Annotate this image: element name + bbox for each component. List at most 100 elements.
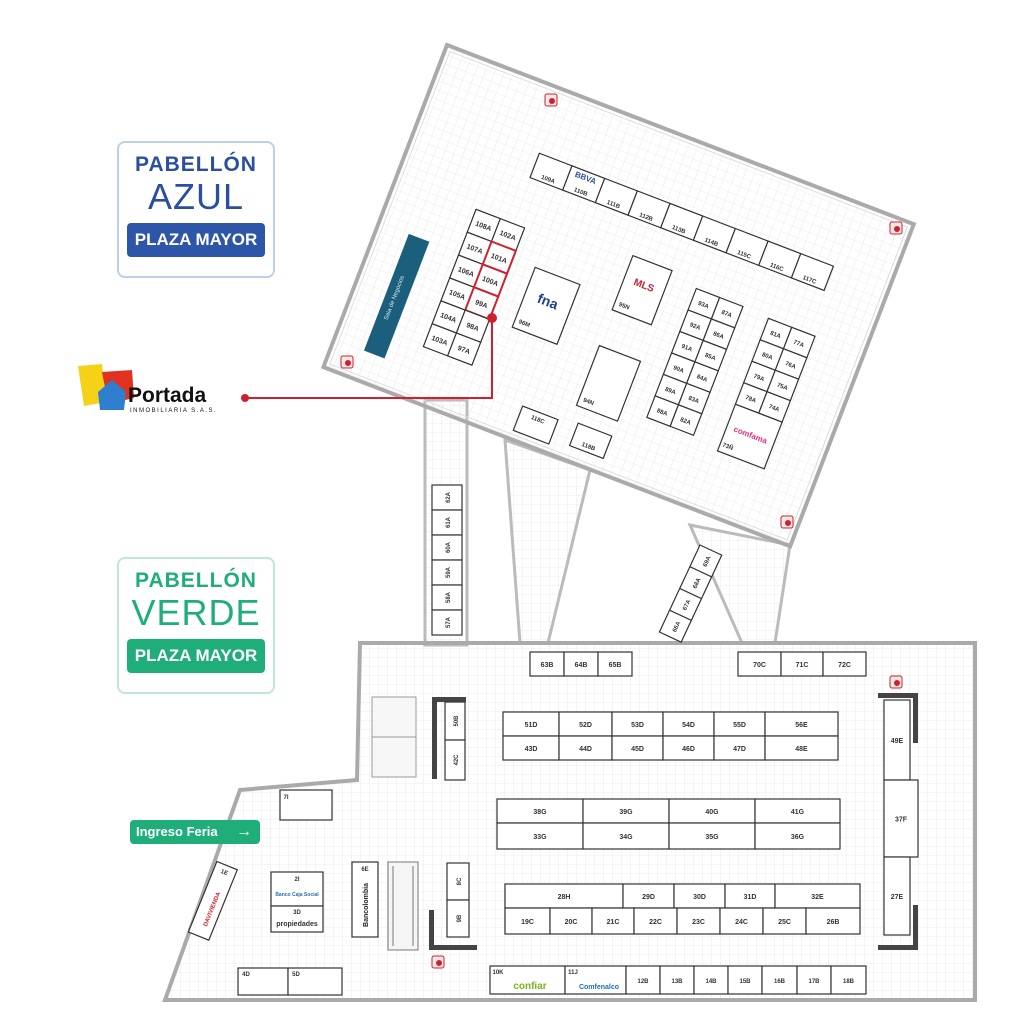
booth-2i[interactable]: 2I xyxy=(270,871,324,907)
booth-20c[interactable]: 20C xyxy=(549,907,593,935)
booth-44d[interactable]: 44D xyxy=(558,735,613,761)
booth-3d[interactable]: 3D xyxy=(270,905,324,933)
booth-61a[interactable]: 61A xyxy=(431,509,463,536)
booth-62a[interactable]: 62A xyxy=(431,484,463,511)
booth-25c[interactable]: 25C xyxy=(762,907,807,935)
booth-73ñ[interactable]: 73Ñ xyxy=(716,403,783,470)
booth-21c[interactable]: 21C xyxy=(591,907,635,935)
booth-53d[interactable]: 53D xyxy=(611,711,664,737)
booth-96m[interactable]: 96M xyxy=(511,266,581,346)
booth-102a[interactable]: 102A xyxy=(490,217,526,252)
booth-23c[interactable]: 23C xyxy=(676,907,721,935)
booth-1e[interactable]: 1E xyxy=(187,860,239,941)
booth-117c[interactable]: 117C xyxy=(790,252,835,292)
booth-number: 109A xyxy=(540,175,556,186)
booth-51d[interactable]: 51D xyxy=(502,711,560,737)
booth-43d[interactable]: 43D xyxy=(502,735,560,761)
booth-110b[interactable]: 110B xyxy=(561,165,606,204)
booth-27e[interactable]: 27E xyxy=(883,856,911,936)
booth-13b[interactable]: 13B xyxy=(659,965,695,995)
booth-48e[interactable]: 48E xyxy=(764,735,839,761)
booth-36g[interactable]: 36G xyxy=(754,822,841,850)
booth-46d[interactable]: 46D xyxy=(662,735,715,761)
booth-74a[interactable]: 74A xyxy=(757,390,792,423)
booth-66a[interactable]: 66A xyxy=(658,609,693,643)
booth-57a[interactable]: 57A xyxy=(431,609,463,636)
booth-8c[interactable]: 8C xyxy=(446,862,470,901)
booth-104a[interactable]: 104A xyxy=(431,300,466,334)
booth-16b[interactable]: 16B xyxy=(761,965,798,995)
booth-26b[interactable]: 26B xyxy=(805,907,861,935)
booth-number: 62A xyxy=(446,491,452,503)
booth-number: 113B xyxy=(671,225,687,236)
booth-94n[interactable]: 94N xyxy=(575,344,642,422)
booth-24c[interactable]: 24C xyxy=(719,907,764,935)
booth-70c[interactable]: 70C xyxy=(737,651,782,677)
booth-52d[interactable]: 52D xyxy=(558,711,613,737)
booth-30d[interactable]: 30D xyxy=(673,883,726,909)
pavilion-verde-plaza-mayor-button[interactable]: PLAZA MAYOR xyxy=(127,639,265,673)
booth-39g[interactable]: 39G xyxy=(582,798,670,824)
booth-35g[interactable]: 35G xyxy=(668,822,756,850)
booth-10k[interactable]: 10K xyxy=(489,965,566,995)
booth-69a[interactable]: 69A xyxy=(689,544,723,578)
booth-49e[interactable]: 49E xyxy=(883,699,911,781)
booth-72c[interactable]: 72C xyxy=(822,651,867,677)
booth-106a[interactable]: 106A xyxy=(448,254,484,289)
booth-11j[interactable]: 11J xyxy=(564,965,627,995)
entrance-sign[interactable]: Ingreso Feria → xyxy=(130,820,260,844)
booth-58a[interactable]: 58A xyxy=(431,584,463,611)
booth-82a[interactable]: 82A xyxy=(669,404,703,437)
booth-5d[interactable]: 5D xyxy=(287,967,343,996)
booth-17b[interactable]: 17B xyxy=(796,965,832,995)
business-room[interactable]: Sala de Negocios xyxy=(363,233,430,359)
booth-40g[interactable]: 40G xyxy=(668,798,756,824)
booth-41g[interactable]: 41G xyxy=(754,798,841,824)
booth-7i[interactable]: 7I xyxy=(279,789,333,821)
booth-number: 43D xyxy=(525,746,538,753)
booth-33g[interactable]: 33G xyxy=(496,822,584,850)
booth-95n[interactable]: 95N xyxy=(611,254,673,326)
booth-118c[interactable]: 118C xyxy=(512,405,559,445)
booth-75a[interactable]: 75A xyxy=(766,369,800,402)
booth-12b[interactable]: 12B xyxy=(625,965,661,995)
booth-9b[interactable]: 9B xyxy=(446,899,470,938)
booth-number: 98A xyxy=(465,322,479,333)
booth-97a[interactable]: 97A xyxy=(446,332,482,366)
booth-37f[interactable]: 37F xyxy=(883,779,919,858)
booth-59a[interactable]: 59A xyxy=(431,559,463,586)
booth-63b[interactable]: 63B xyxy=(529,651,565,677)
booth-85a[interactable]: 85A xyxy=(694,339,728,372)
booth-87a[interactable]: 87A xyxy=(710,296,744,329)
pavilion-azul-plaza-mayor-button[interactable]: PLAZA MAYOR xyxy=(127,223,265,257)
booth-28h[interactable]: 28H xyxy=(504,883,624,909)
booth-15b[interactable]: 15B xyxy=(727,965,763,995)
booth-4d[interactable]: 4D xyxy=(237,967,289,996)
booth-103a[interactable]: 103A xyxy=(422,322,458,357)
booth-number: 69A xyxy=(703,555,713,568)
booth-14b[interactable]: 14B xyxy=(693,965,729,995)
booth-34g[interactable]: 34G xyxy=(582,822,670,850)
booth-19c[interactable]: 19C xyxy=(504,907,551,935)
booth-50b[interactable]: 50B xyxy=(444,701,466,741)
booth-22c[interactable]: 22C xyxy=(633,907,678,935)
booth-86a[interactable]: 86A xyxy=(702,318,736,351)
booth-18b[interactable]: 18B xyxy=(830,965,867,995)
portada-subtitle: INMOBILIARIA S.A.S. xyxy=(130,408,218,414)
booth-42c[interactable]: 42C xyxy=(444,739,466,781)
booth-29d[interactable]: 29D xyxy=(622,883,675,909)
booth-54d[interactable]: 54D xyxy=(662,711,715,737)
booth-71c[interactable]: 71C xyxy=(780,651,824,677)
booth-45d[interactable]: 45D xyxy=(611,735,664,761)
booth-32e[interactable]: 32E xyxy=(774,883,861,909)
booth-60a[interactable]: 60A xyxy=(431,534,463,561)
booth-47d[interactable]: 47D xyxy=(713,735,766,761)
booth-38g[interactable]: 38G xyxy=(496,798,584,824)
booth-64b[interactable]: 64B xyxy=(563,651,599,677)
booth-6e[interactable]: 6E xyxy=(351,861,379,938)
booth-31d[interactable]: 31D xyxy=(724,883,776,909)
booth-56e[interactable]: 56E xyxy=(764,711,839,737)
booth-65b[interactable]: 65B xyxy=(597,651,633,677)
booth-118b[interactable]: 118B xyxy=(568,422,613,460)
booth-55d[interactable]: 55D xyxy=(713,711,766,737)
